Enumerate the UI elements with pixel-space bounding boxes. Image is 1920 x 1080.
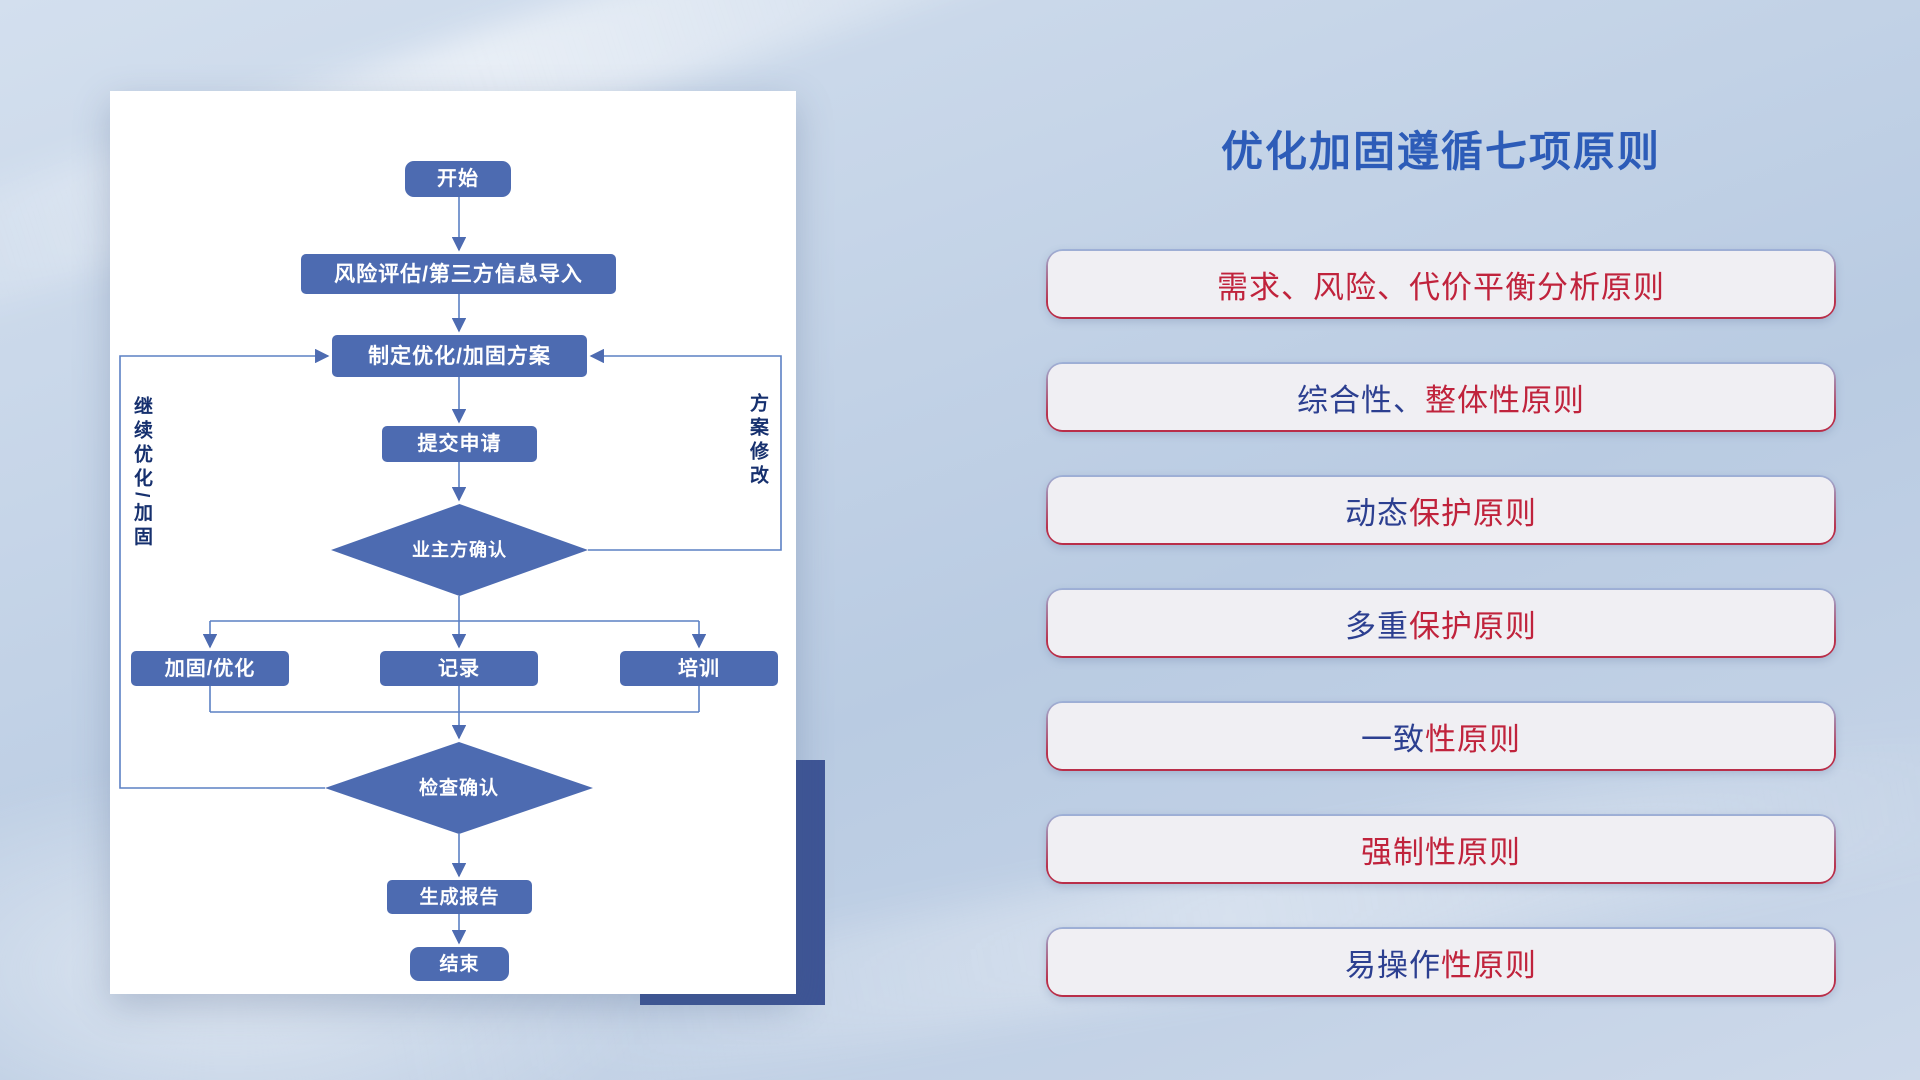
flow-node-training: 培训 — [620, 651, 778, 686]
principle-text: 易操作性原则 — [1048, 929, 1834, 995]
flow-node-reinforce: 加固/优化 — [131, 651, 289, 686]
loop-label-continue-optimize: 继续优化/加固 — [131, 396, 152, 551]
flow-node-report: 生成报告 — [387, 880, 532, 914]
principle-pill: 多重保护原则 — [1046, 588, 1836, 658]
flow-node-end: 结束 — [410, 947, 509, 981]
flow-node-start: 开始 — [405, 161, 511, 197]
flow-node-record: 记录 — [380, 651, 538, 686]
principle-pill: 一致性原则 — [1046, 701, 1836, 771]
flow-node-risk-import: 风险评估/第三方信息导入 — [301, 254, 616, 294]
principle-pill: 需求、风险、代价平衡分析原则 — [1046, 249, 1836, 319]
flow-node-make-plan: 制定优化/加固方案 — [332, 335, 587, 377]
flow-node-submit: 提交申请 — [382, 426, 537, 462]
principle-pill: 易操作性原则 — [1046, 927, 1836, 997]
flowchart-card: 开始 风险评估/第三方信息导入 制定优化/加固方案 提交申请 业主方确认 加固/… — [110, 91, 796, 994]
principle-text: 需求、风险、代价平衡分析原则 — [1048, 251, 1834, 317]
principles-list: 需求、风险、代价平衡分析原则综合性、整体性原则动态保护原则多重保护原则一致性原则… — [1046, 249, 1836, 997]
loop-label-plan-modify: 方案修改 — [747, 393, 768, 489]
page-title: 优化加固遵循七项原则 — [1220, 128, 1661, 175]
principle-pill: 动态保护原则 — [1046, 475, 1836, 545]
principle-text: 动态保护原则 — [1048, 477, 1834, 543]
principle-text: 一致性原则 — [1048, 703, 1834, 769]
principle-text: 综合性、整体性原则 — [1048, 364, 1834, 430]
principle-pill: 强制性原则 — [1046, 814, 1836, 884]
principle-pill: 综合性、整体性原则 — [1046, 362, 1836, 432]
principle-text: 强制性原则 — [1048, 816, 1834, 882]
principle-text: 多重保护原则 — [1048, 590, 1834, 656]
